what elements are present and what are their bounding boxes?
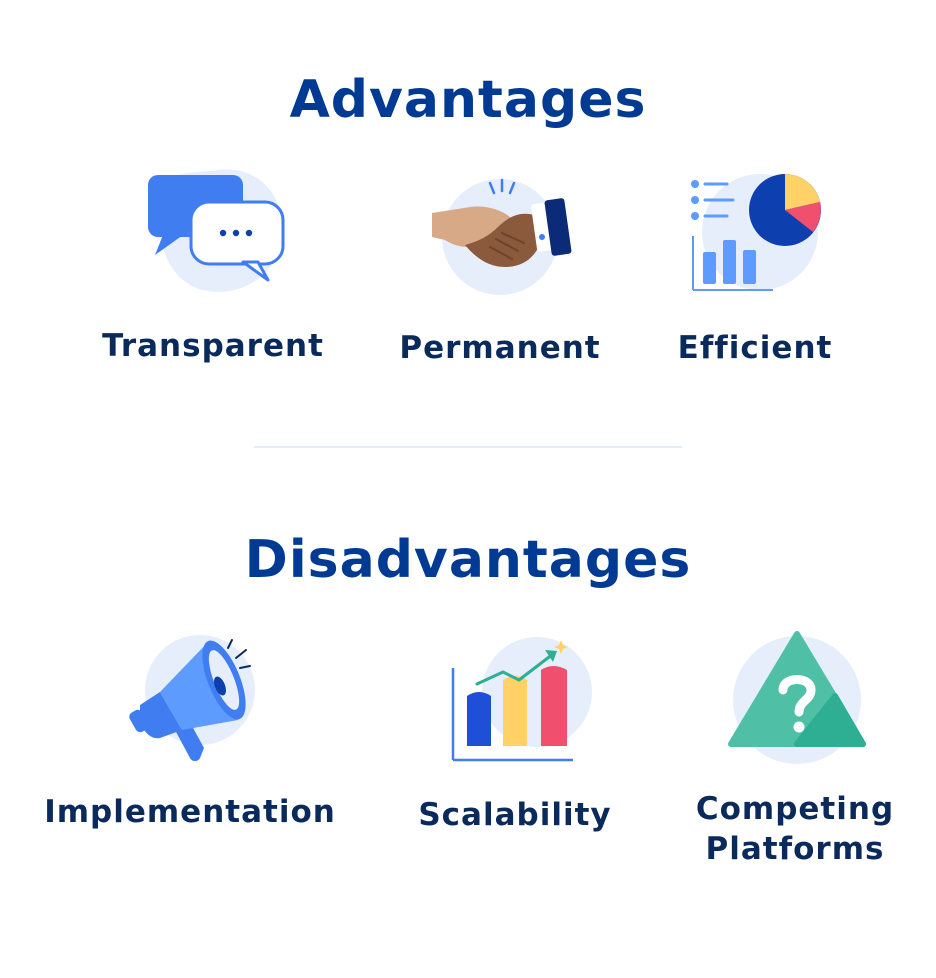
megaphone-icon bbox=[129, 635, 255, 761]
disadvantage-item-competing-platforms: Competing Platforms bbox=[645, 625, 936, 875]
advantages-title: Advantages bbox=[289, 70, 647, 130]
competing-label-line2: Platforms bbox=[705, 831, 885, 867]
disadvantages-title: Disadvantages bbox=[244, 530, 692, 590]
disadvantage-item-implementation: Implementation bbox=[40, 625, 340, 845]
advantage-item-efficient: Efficient bbox=[605, 160, 905, 380]
competing-label-line1: Competing bbox=[695, 791, 895, 827]
chat-bubbles-icon bbox=[148, 169, 285, 292]
pie-bar-chart-icon bbox=[691, 174, 821, 291]
disadvantage-item-scalability: Scalability bbox=[365, 625, 665, 845]
implementation-label: Implementation bbox=[44, 794, 336, 830]
transparent-label: Transparent bbox=[102, 328, 324, 364]
efficient-label: Efficient bbox=[677, 330, 833, 366]
advantage-item-transparent: Transparent bbox=[63, 160, 363, 380]
advantage-item-permanent: Permanent bbox=[350, 160, 650, 380]
scalability-label: Scalability bbox=[418, 797, 612, 833]
question-triangle-icon bbox=[728, 631, 866, 764]
growth-chart-icon bbox=[451, 637, 592, 762]
permanent-label: Permanent bbox=[399, 330, 601, 366]
handshake-icon bbox=[432, 178, 572, 295]
section-divider bbox=[254, 446, 682, 448]
